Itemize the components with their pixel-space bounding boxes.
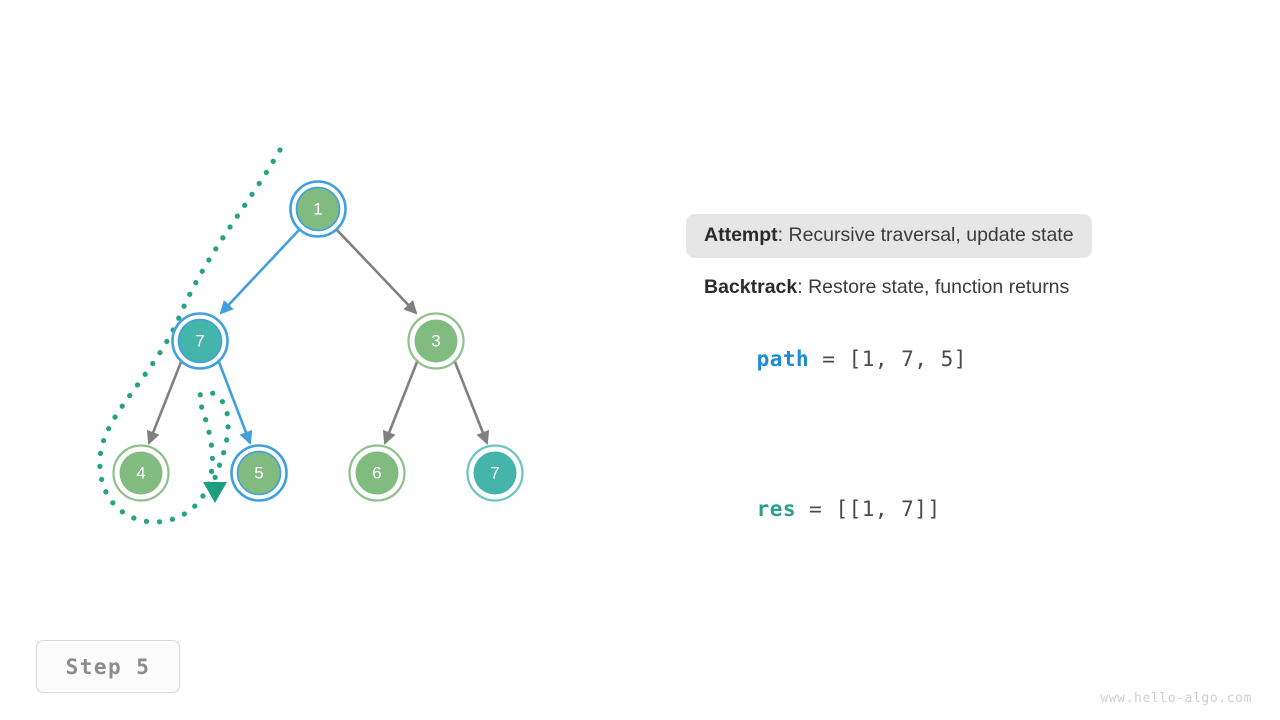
res-variable-name: res xyxy=(756,496,797,521)
attempt-row: Attempt: Recursive traversal, update sta… xyxy=(686,214,1092,259)
tree-node-7-left-ring xyxy=(171,312,229,370)
res-state-line: res = [[1, 7]] xyxy=(686,473,1246,545)
backtrack-path xyxy=(97,147,283,525)
backtrack-arrowhead-icon xyxy=(203,482,227,503)
tree-node-7-left[interactable]: 7 xyxy=(171,312,229,370)
tree-node-6-ring xyxy=(348,444,406,502)
tree-node-1-circle xyxy=(295,186,341,232)
tree-node-7-right-ring xyxy=(466,444,524,502)
tree-node-6-label: 6 xyxy=(372,464,381,483)
backtrack-description: : Restore state, function returns xyxy=(797,276,1070,299)
path-variable-name: path xyxy=(756,346,810,371)
tree-node-5-label: 5 xyxy=(254,464,263,483)
tree-node-7-left-label: 7 xyxy=(195,332,204,351)
tree-node-1-ring xyxy=(289,180,347,238)
edge-7L-to-5 xyxy=(217,361,253,445)
tree-node-3-circle xyxy=(414,319,458,363)
attempt-keyword: Attempt xyxy=(704,224,778,246)
backtrack-path-line xyxy=(97,147,283,525)
edge-1-to-3 xyxy=(336,229,418,315)
tree-node-5-ring xyxy=(230,444,288,502)
binary-tree-diagram: 1 7 3 4 5 6 7 xyxy=(97,147,524,525)
tree-edges xyxy=(146,229,490,445)
attempt-description: : Recursive traversal, update state xyxy=(777,224,1074,246)
tree-node-5-circle xyxy=(236,450,282,496)
tree-node-3[interactable]: 3 xyxy=(407,312,465,370)
tree-node-3-ring xyxy=(407,312,465,370)
step-badge-label: Step 5 xyxy=(65,654,151,679)
path-state-line: path = [1, 7, 5] xyxy=(686,323,1246,395)
tree-node-4-circle xyxy=(119,451,163,495)
tree-node-7-right-label: 7 xyxy=(490,464,499,483)
res-variable-value: = [[1, 7]] xyxy=(796,496,941,521)
tree-node-5[interactable]: 5 xyxy=(230,444,288,502)
path-variable-value: = [1, 7, 5] xyxy=(809,346,967,371)
tree-node-7-right[interactable]: 7 xyxy=(466,444,524,502)
edge-3-to-7R xyxy=(453,361,490,445)
tree-node-1[interactable]: 1 xyxy=(289,180,347,238)
backtrack-keyword: Backtrack xyxy=(704,276,798,299)
edge-1-to-7L xyxy=(219,229,300,315)
tree-node-7-left-circle xyxy=(177,318,223,364)
step-badge: Step 5 xyxy=(36,640,180,693)
tree-node-4[interactable]: 4 xyxy=(112,444,170,502)
backtrack-row: Backtrack: Restore state, function retur… xyxy=(686,266,1246,310)
tree-node-3-label: 3 xyxy=(431,332,440,351)
edge-7L-to-4 xyxy=(146,361,183,445)
edge-3-to-6 xyxy=(382,361,419,445)
tree-node-1-label: 1 xyxy=(313,200,322,219)
tree-node-7-right-circle xyxy=(473,451,517,495)
tree-node-6[interactable]: 6 xyxy=(348,444,406,502)
watermark: www.hello-algo.com xyxy=(1100,691,1252,706)
tree-node-6-circle xyxy=(355,451,399,495)
tree-node-4-label: 4 xyxy=(136,464,145,483)
tree-nodes: 1 7 3 4 5 6 7 xyxy=(112,180,524,502)
info-panel: Attempt: Recursive traversal, update sta… xyxy=(686,214,1246,545)
tree-node-4-ring xyxy=(112,444,170,502)
